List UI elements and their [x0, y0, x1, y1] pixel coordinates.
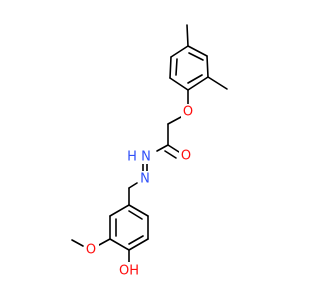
amide-nitrogen-label: N	[141, 150, 151, 165]
bond	[98, 238, 111, 246]
bond	[128, 210, 143, 220]
amide-hydrogen-label: H	[127, 150, 137, 165]
bond	[71, 239, 84, 247]
bond	[164, 150, 177, 159]
ether-oxygen-label: O	[183, 105, 193, 120]
structure-diagram: O O N H N O OH	[71, 24, 228, 279]
hydroxyl-label: OH	[119, 264, 139, 279]
bond	[128, 238, 149, 251]
bond	[187, 45, 208, 57]
bond	[169, 56, 172, 79]
bond	[186, 24, 189, 47]
bond	[169, 77, 189, 91]
bond	[109, 238, 130, 251]
bond	[175, 58, 178, 76]
imine-nitrogen-label: N	[140, 172, 150, 187]
bond	[187, 74, 203, 84]
molecule-canvas: O O N H N O OH	[71, 24, 228, 279]
bond	[170, 45, 189, 58]
carbonyl-oxygen-label: O	[181, 149, 191, 164]
bond	[187, 76, 209, 91]
bond	[167, 116, 182, 125]
bond	[128, 182, 138, 189]
bond-layer	[71, 24, 228, 264]
bond	[128, 235, 144, 245]
atom-label-layer: O O N H N O OH	[84, 104, 196, 279]
bond	[206, 55, 209, 78]
bond	[128, 204, 149, 217]
bond	[207, 76, 228, 90]
bond	[167, 144, 180, 153]
bond	[109, 204, 130, 217]
bond	[156, 144, 169, 152]
bond	[188, 52, 204, 61]
methoxy-oxygen-label: O	[86, 243, 96, 258]
